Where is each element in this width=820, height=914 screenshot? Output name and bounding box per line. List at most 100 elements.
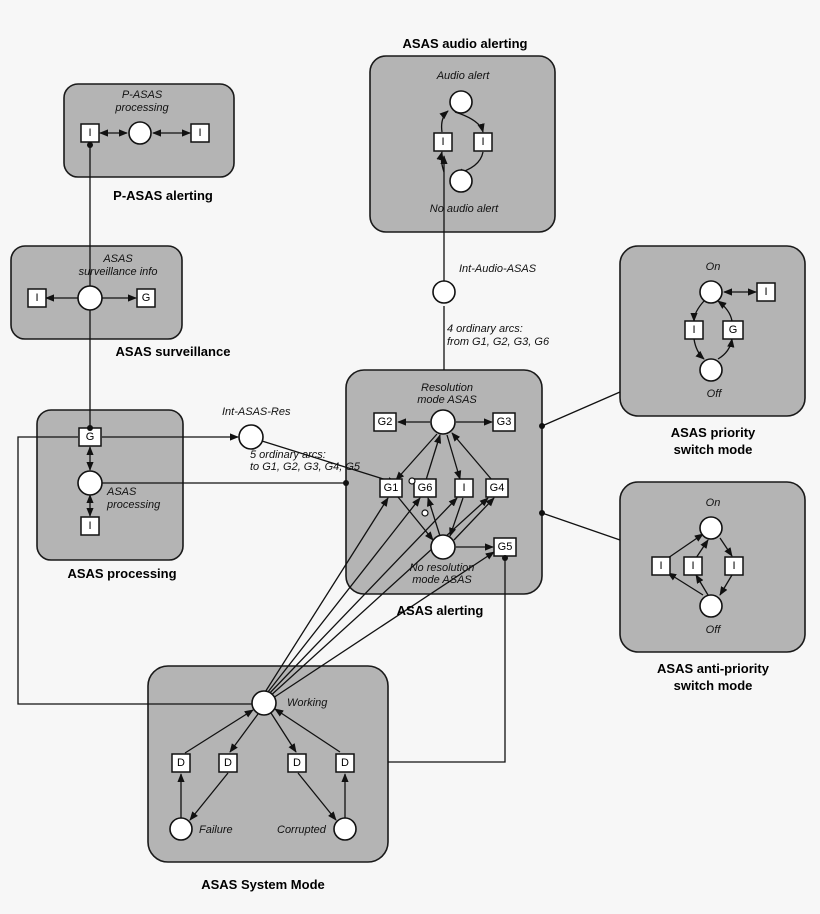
alerting-transition-g4 [485,478,509,498]
label-d: D [177,757,185,769]
anti-priority-on-label: On [706,497,721,509]
anti-priority-off-label: Off [706,624,722,636]
priority-off-place [699,358,723,382]
audio-alert-place [449,90,473,114]
no-resolution-mode-label-line: No resolution [410,562,475,574]
int-audio-asas-label: Int-Audio-ASAS [459,263,537,275]
label-d: D [341,757,349,769]
asas-priority-title-line: switch mode [674,442,753,457]
four-arcs-note-line: 4 ordinary arcs: [447,323,523,335]
p-asas-processing-label-line: processing [114,102,169,114]
p-asas-processing-label-line: P-ASAS [122,89,163,101]
no-resolution-mode-place [430,534,456,560]
processing-place [77,470,103,496]
asas-anti-priority-title-line: ASAS anti-priority [657,661,770,676]
anti-priority-on-place [699,516,723,540]
system-transition-d3 [287,753,307,773]
surveillance-info-label-line: surveillance info [79,266,158,278]
label-g: G [86,431,95,443]
int-asas-res-label: Int-ASAS-Res [222,406,291,418]
label-g1: G1 [384,482,399,494]
int-res-to-g1 [261,440,397,485]
working-label: Working [287,697,328,709]
label-g2: G2 [378,416,393,428]
working-to-g-loop [17,436,252,705]
resolution-mode-label-line: Resolution [421,382,473,394]
audio-alert-label: Audio alert [436,70,491,82]
int-audio-asas-place [432,280,456,304]
four-arcs-note: 4 ordinary arcs:from G1, G2, G3, G6 [447,323,550,348]
priority-on-place [699,280,723,304]
audio-transition-right [473,132,493,152]
label-i: I [88,127,91,139]
label-g6: G6 [418,482,433,494]
corrupted-label: Corrupted [277,824,327,836]
five-arcs-note-line: 5 ordinary arcs: [250,449,326,461]
surveillance-transition-i [27,288,47,308]
working-place [251,690,277,716]
failure-label: Failure [199,824,233,836]
priority-transition-right [756,282,776,302]
surveillance-info-place [77,285,103,311]
alerting-transition-i [454,478,474,498]
alerting-transition-g2 [373,412,397,432]
alerting-transition-g3 [492,412,516,432]
priority-transition-g [722,320,744,340]
priority-on-label: On [706,261,721,273]
five-arcs-note-line: to G1, G2, G3, G4, G5 [250,461,361,473]
label-i: I [198,127,201,139]
label-g5: G5 [498,541,513,553]
asas-processing-title: ASAS processing [67,566,176,581]
priority-off-label: Off [707,388,723,400]
label-i: I [462,482,465,494]
no-audio-alert-label: No audio alert [430,203,499,215]
processing-transition-i [80,516,100,536]
asas-system-mode-box [147,665,389,863]
resolution-mode-label-line: mode ASAS [417,394,477,406]
label-i: I [88,520,91,532]
alerting-to-priority [541,391,621,427]
label-g3: G3 [497,416,512,428]
working-to-g1 [261,497,389,698]
five-arcs-note: 5 ordinary arcs:to G1, G2, G3, G4, G5 [250,449,361,473]
four-arcs-note-line: from G1, G2, G3, G6 [447,336,550,348]
working-to-g5 [269,551,495,701]
label-i: I [481,136,484,148]
label-i: I [692,324,695,336]
p-asas-alerting-title: P-ASAS alerting [113,188,213,203]
surveillance-info-label-line: ASAS [102,253,133,265]
asas-anti-priority-switch-box [619,481,806,653]
resolution-mode-place [430,409,456,435]
asas-alerting-title: ASAS alerting [397,603,484,618]
asas-audio-alerting-box [369,55,556,233]
asas-processing-box [36,409,184,561]
corrupted-place [333,817,357,841]
working-to-g6 [263,497,421,698]
asas-anti-priority-title-line: switch mode [674,678,753,693]
surveillance-transition-g [136,288,156,308]
label-i: I [659,560,662,572]
processing-label-line: ASAS [106,486,137,498]
system-transition-d1 [171,753,191,773]
label-i: I [35,292,38,304]
label-i: I [691,560,694,572]
label-g: G [142,292,151,304]
asas-system-mode-title: ASAS System Mode [201,877,325,892]
anti-priority-transition-2 [683,556,703,576]
no-audio-alert-place [449,169,473,193]
label-d: D [293,757,301,769]
anti-priority-off-place [699,594,723,618]
anti-priority-transition-3 [724,556,744,576]
asas-surveillance-title: ASAS surveillance [116,344,231,359]
alerting-transition-g6 [413,478,437,498]
failure-place [169,817,193,841]
p-asas-processing-place [128,121,152,145]
